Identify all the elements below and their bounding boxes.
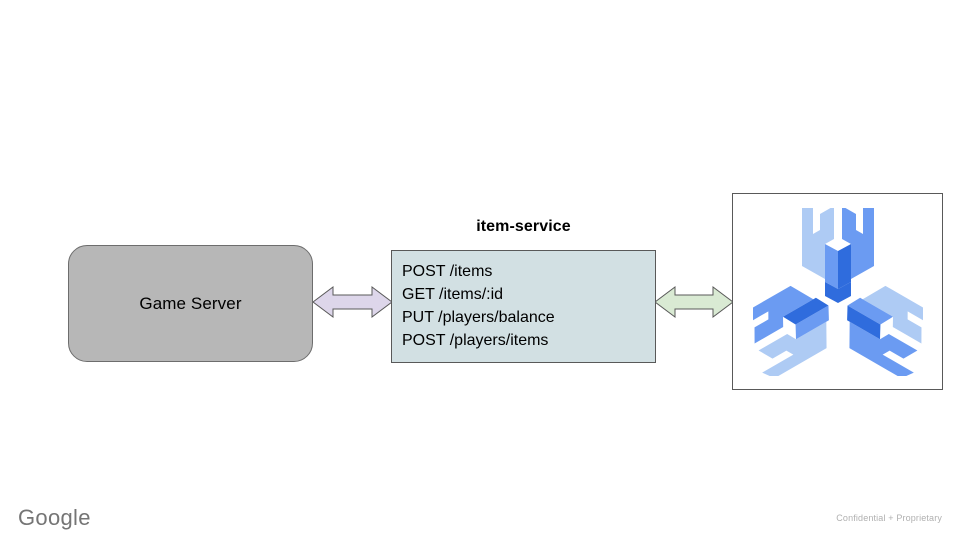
item-service-endpoint-box: POST /items GET /items/:id PUT /players/… — [391, 250, 656, 363]
endpoint-item-0: POST /items — [402, 263, 493, 280]
endpoint-item-3: POST /players/items — [402, 332, 549, 349]
connector-gameserver-to-itemservice[interactable] — [313, 283, 392, 321]
double-arrow-shape — [655, 286, 733, 318]
google-wordmark: Google — [18, 505, 91, 530]
agones-logo-panel[interactable] — [732, 193, 943, 390]
item-service-title: item-service — [476, 218, 571, 235]
node-game-server-label: Game Server — [139, 293, 242, 313]
endpoint-item-2: PUT /players/balance — [402, 309, 555, 326]
endpoint-item-1: GET /items/:id — [402, 286, 504, 303]
double-arrow-shape — [313, 286, 392, 318]
connector-itemservice-to-agones[interactable] — [655, 283, 733, 321]
node-item-service[interactable]: item-service POST /items GET /items/:id … — [391, 218, 656, 363]
node-game-server[interactable]: Game Server — [68, 245, 313, 362]
agones-wrench-logo-icon — [752, 207, 923, 376]
confidentiality-note: Confidential + Proprietary — [836, 513, 942, 523]
